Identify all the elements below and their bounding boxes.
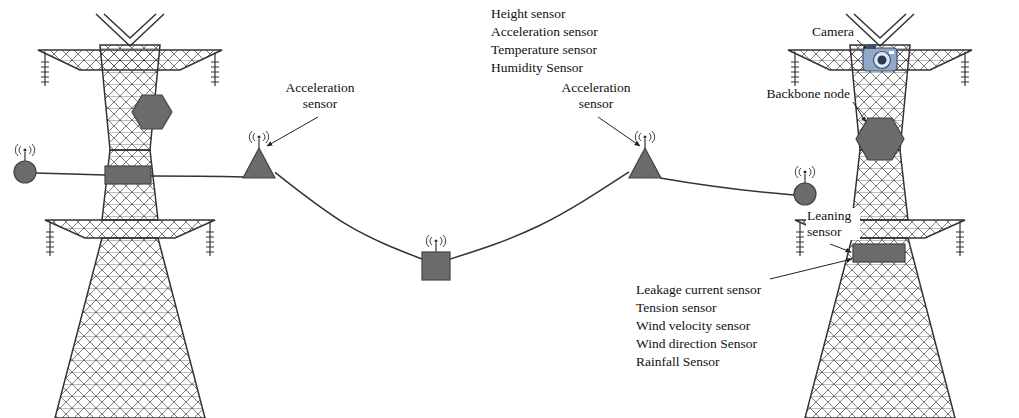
sensor-label: Humidity Sensor [490,60,584,76]
sensor-label: Acceleration sensor [490,24,599,40]
sensor-label: Height sensor [490,6,567,22]
sensor-label: Temperature sensor [490,42,598,58]
accel-sensor-triangle-outline [629,148,661,178]
conductor-wire [275,172,422,259]
sensor-label: Leaning sensor [806,208,860,240]
accel-sensor-triangle: Acceleration sensor [629,148,661,178]
sensor-label: Tension sensor [635,300,717,316]
sensor-label: Wind direction Sensor [635,336,758,352]
conductor-wire [36,173,794,195]
antenna [635,131,654,148]
antenna [795,166,814,183]
left-tower [38,14,222,418]
sensor-label: Rainfall Sensor [635,354,721,370]
sensor-square: Height sensorAcceleration sensorTemperat… [422,252,450,280]
camera-icon: Camera [862,42,898,72]
accel-sensor-triangle: Acceleration sensor [243,148,275,178]
sensor-circle [794,183,816,205]
backbone-node: Backbone node [856,118,904,160]
sensor-box [105,166,151,184]
right-tower [788,14,972,418]
antenna [15,144,34,161]
sensor-label: Acceleration sensor [556,80,636,112]
backbone-hexagon [132,95,172,129]
sensor-square-outline [422,252,450,280]
sensor-label: Backbone node [765,86,851,102]
leaning-sensor-box-outline [853,244,905,262]
backbone-node-outline [856,118,904,160]
leaning-sensor-box: Leaning sensorLeakage current sensorTens… [853,244,905,262]
antenna [249,131,268,148]
accel-sensor-triangle-outline [243,148,275,178]
antenna [426,235,445,252]
camera-icon-outline [862,42,898,72]
leader-lines [267,40,868,279]
sensor-circle [14,161,36,183]
conductor-wire [450,172,629,259]
sensor-label: Wind velocity sensor [635,318,751,334]
sensor-label: Camera [811,24,855,40]
sensor-label: Acceleration sensor [280,80,360,112]
sensor-label: Leakage current sensor [635,282,762,298]
